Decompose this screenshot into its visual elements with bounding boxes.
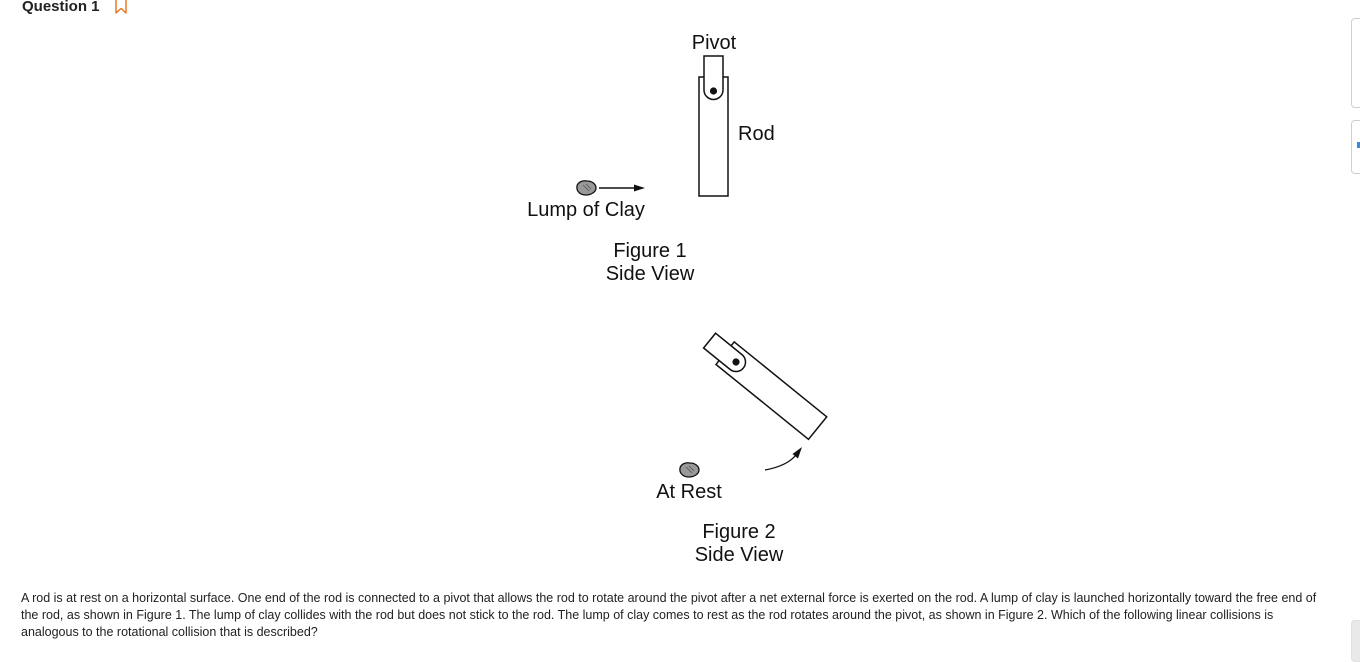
figure-1-caption-title: Figure 1: [613, 240, 686, 262]
figure-1: Pivot Rod Lump of Clay Figure 1: [527, 32, 775, 285]
clay-label-figure-2: At Rest: [656, 481, 722, 503]
bookmark-icon: [114, 0, 127, 14]
clay-lump-figure-1: [576, 180, 597, 196]
figure-2-caption-title: Figure 2: [702, 521, 775, 543]
pivot-mount: [703, 55, 724, 101]
pivot-label: Pivot: [692, 32, 737, 54]
side-panel-tab-middle[interactable]: [1351, 120, 1360, 174]
rod-figure-1: [698, 76, 729, 197]
clay-lump-figure-2: [679, 462, 700, 478]
bookmark-button[interactable]: [112, 0, 130, 16]
pivot-pin-figure-2: [732, 358, 740, 366]
pivot-mount-rotated: [702, 332, 747, 373]
question-header: Question 1: [22, 0, 130, 16]
rod-figure-2: [714, 340, 828, 441]
pivot-pin: [709, 87, 718, 95]
figure-area: Pivot Rod Lump of Clay Figure 1: [527, 32, 828, 566]
figure-2-caption-view: Side View: [695, 544, 784, 566]
rod-label: Rod: [738, 123, 775, 145]
side-panel-indicator: [1357, 142, 1360, 148]
figure-1-caption-view: Side View: [606, 263, 695, 285]
question-title: Question 1: [22, 0, 100, 15]
question-body-text: A rod is at rest on a horizontal surface…: [21, 591, 1317, 639]
physics-figure: Pivot Rod Lump of Clay Figure 1: [527, 32, 828, 566]
rotation-arrow: [764, 447, 802, 471]
side-panel-tab-top[interactable]: [1351, 18, 1360, 108]
clay-label-figure-1: Lump of Clay: [527, 199, 645, 221]
velocity-arrow: [599, 184, 645, 192]
figure-2: At Rest Figure 2 Side View: [656, 332, 828, 566]
side-panel-tab-bottom[interactable]: [1351, 620, 1360, 662]
